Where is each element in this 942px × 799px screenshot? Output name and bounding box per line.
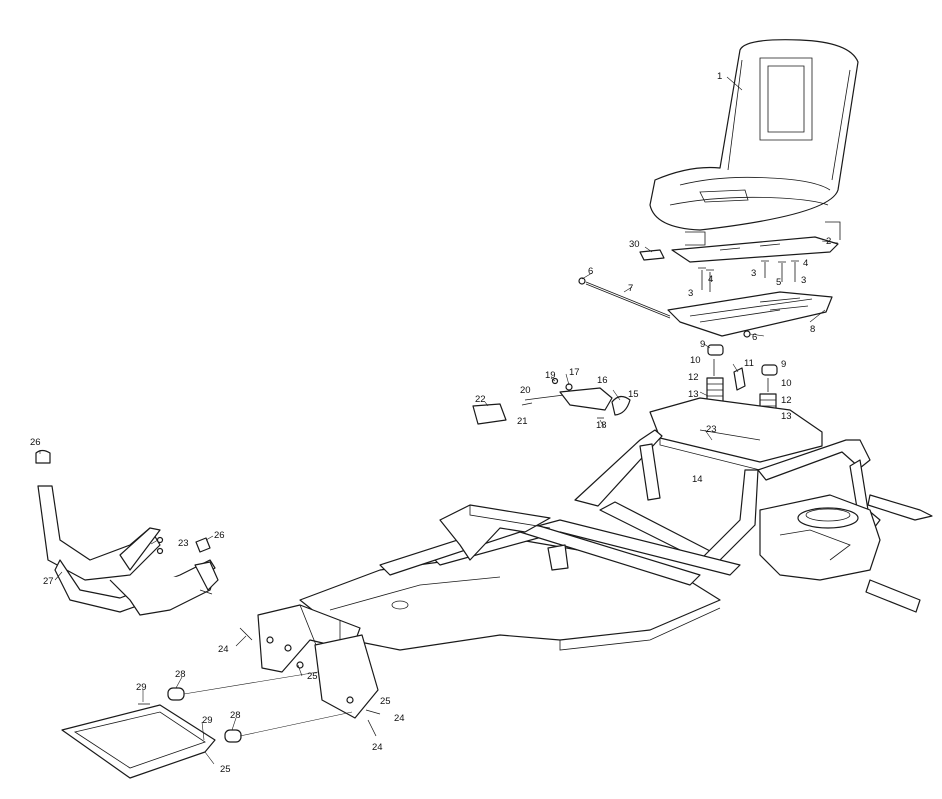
seat-pan: [649, 397, 823, 471]
callout-13: 13: [781, 411, 792, 422]
seat-plate: [667, 291, 833, 338]
brake-linkage: [472, 377, 631, 425]
label-tag: [639, 249, 665, 261]
callout-29: 29: [202, 715, 213, 726]
callout-19: 19: [545, 370, 556, 381]
callout-12: 12: [781, 395, 792, 406]
callout-27: 27: [43, 576, 54, 587]
callout-9: 9: [781, 359, 786, 370]
callout-6: 6: [588, 266, 593, 277]
callout-23: 23: [706, 424, 717, 435]
callout-7: 7: [628, 283, 633, 294]
bumper-handle: [35, 449, 219, 616]
callout-14: 14: [692, 474, 703, 485]
front-bolts: [239, 627, 381, 737]
spacers: [138, 671, 353, 745]
callout-23: 23: [178, 538, 189, 549]
callout-28: 28: [230, 710, 241, 721]
callout-18: 18: [596, 420, 607, 431]
callout-3: 3: [688, 288, 693, 299]
callout-16: 16: [597, 375, 608, 386]
callout-labels: 1 2 30 3 3 3 4 4 5 6 6 7 8 9 9 10 10 11 …: [30, 71, 831, 775]
callout-29: 29: [136, 682, 147, 693]
seat: [649, 39, 859, 246]
callout-8: 8: [810, 324, 815, 335]
callout-25: 25: [380, 696, 391, 707]
callout-22: 22: [475, 394, 486, 405]
callout-26: 26: [214, 530, 225, 541]
main-frame: [299, 429, 933, 651]
seat-rail: [671, 236, 839, 263]
callout-9: 9: [700, 339, 705, 350]
callout-24: 24: [372, 742, 383, 753]
adjust-rod: [578, 277, 671, 319]
callout-21: 21: [517, 416, 528, 427]
callout-15: 15: [628, 389, 639, 400]
callout-26: 26: [30, 437, 41, 448]
seat-bolts: [698, 260, 799, 292]
callout-4: 4: [803, 258, 808, 269]
callout-28: 28: [175, 669, 186, 680]
callout-24: 24: [394, 713, 405, 724]
callout-17: 17: [569, 367, 580, 378]
callout-6: 6: [752, 332, 757, 343]
callout-30: 30: [629, 239, 640, 250]
callout-24: 24: [218, 644, 229, 655]
callout-3: 3: [801, 275, 806, 286]
callout-2: 2: [826, 236, 831, 247]
callout-20: 20: [520, 385, 531, 396]
callout-5: 5: [776, 277, 781, 288]
callout-3: 3: [751, 268, 756, 279]
callout-25: 25: [220, 764, 231, 775]
footrest-plate: [61, 704, 216, 779]
callout-12: 12: [688, 372, 699, 383]
callout-10: 10: [781, 378, 792, 389]
callout-1: 1: [717, 71, 722, 82]
callout-13: 13: [688, 389, 699, 400]
callout-25: 25: [307, 671, 318, 682]
leader-lines: [39, 76, 839, 765]
callout-11: 11: [744, 358, 754, 369]
callout-4: 4: [708, 274, 713, 285]
front-bracket: [257, 604, 379, 719]
callout-10: 10: [690, 355, 701, 366]
